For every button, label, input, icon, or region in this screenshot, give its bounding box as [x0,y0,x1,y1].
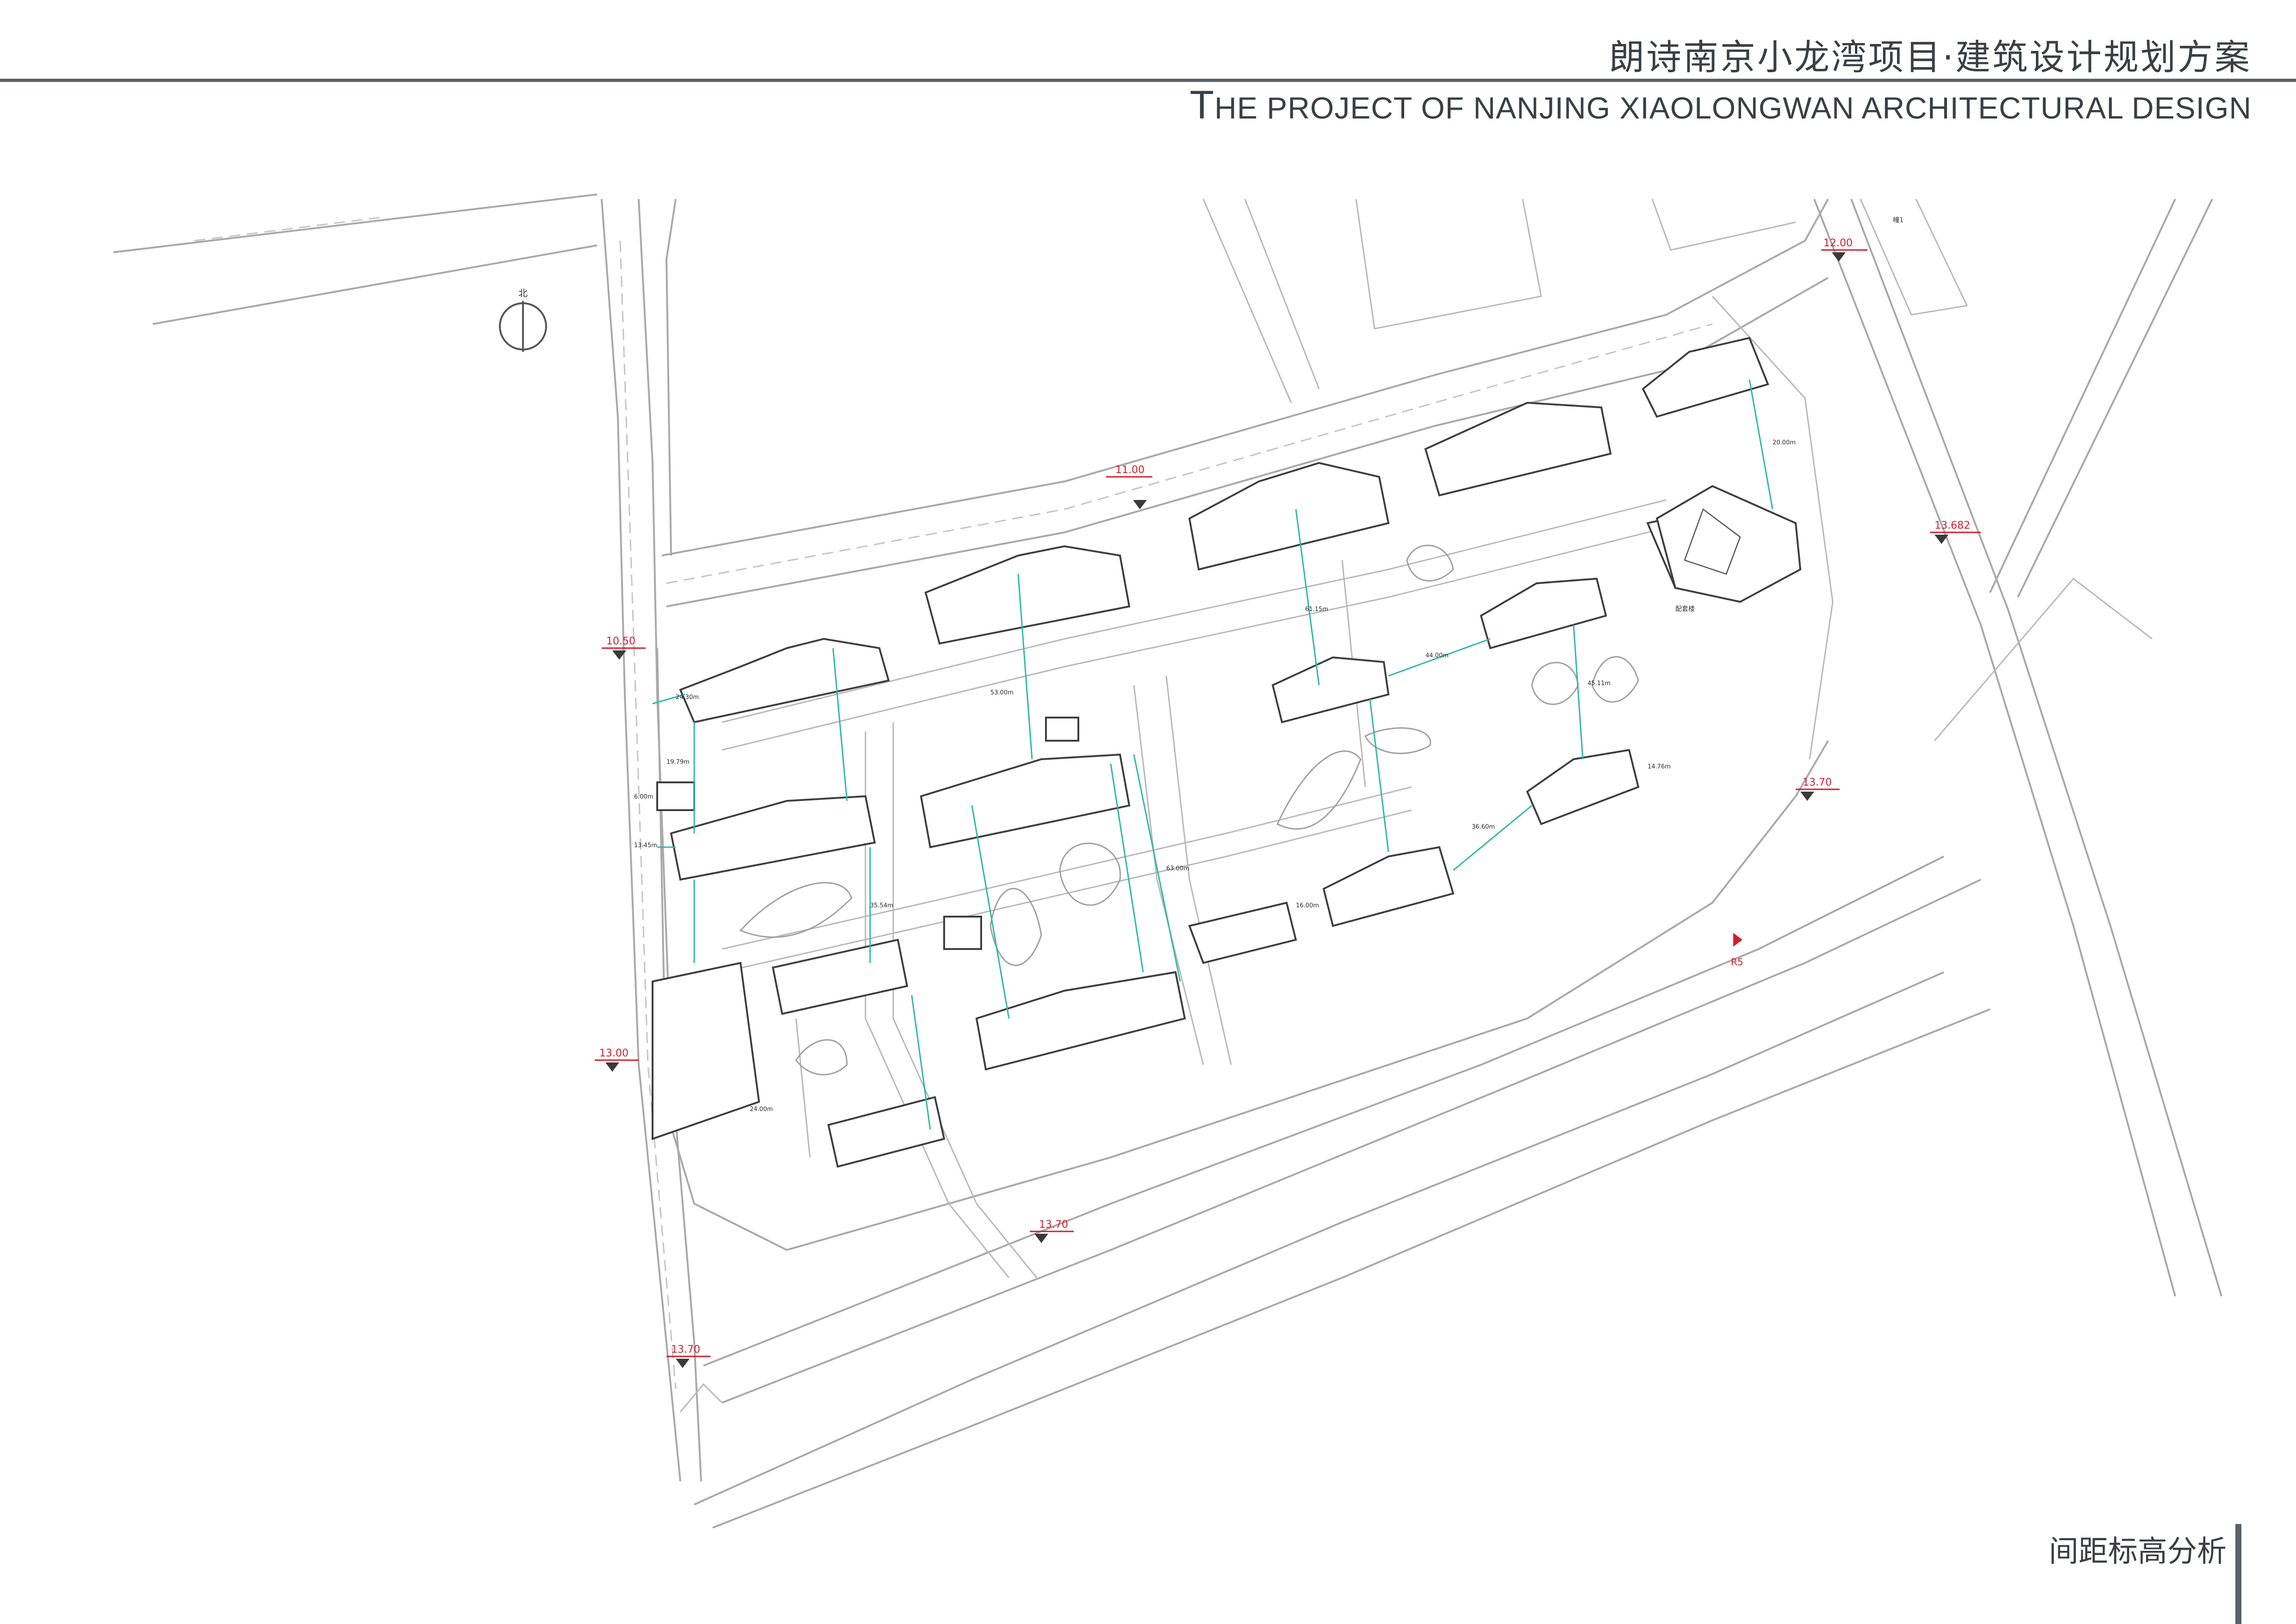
elevation-label: 13.70 [671,1344,700,1355]
spacing-label: 14.76m [1648,763,1671,770]
spacing-label: 63.00m [1166,865,1189,872]
spacing-label: 20.00m [1773,439,1796,446]
road-network [113,194,2222,1529]
project-title-en-rest: HE PROJECT OF NANJING XIAOLONGWAN ARCHIT… [1214,91,2252,125]
elevation-label: 12.00 [1823,237,1853,249]
spacing-label: 6.00m [634,793,653,800]
community-center: 幢1 配套楼 [1655,216,1904,613]
spacing-label: 13.45m [634,842,657,849]
spacing-label: 36.60m [1472,824,1495,831]
elevation-marker: 11.00 [1106,464,1152,509]
elevation-label: 13.70 [1039,1219,1068,1230]
elevation-marker: 10.50 [602,636,646,660]
note-label: 幢1 [1893,216,1904,224]
spacing-label: 35.54m [870,902,893,909]
elevation-marker: 13.00 [595,1048,639,1072]
project-title-en-initial: T [1189,83,1215,127]
elevation-marker: 13.70 [1796,777,1840,801]
elevation-marker: 13.682 [1930,520,1981,544]
elevation-label: 11.00 [1115,464,1145,476]
project-title-en: THE PROJECT OF NANJING XIAOLONGWAN ARCHI… [1190,82,2252,128]
project-title-cn: 朗诗南京小龙湾项目·建筑设计规划方案 [1609,37,2252,78]
residential-buildings [652,337,1769,1168]
north-arrow-icon: 北 [499,287,547,352]
elevation-label: 13.70 [1803,777,1832,788]
elevation-marker: 12.00 [1821,237,1867,262]
spacing-label: 24.30m [676,694,699,701]
road-label: R5 [1731,956,1743,968]
elevation-label: 13.00 [599,1048,628,1059]
spacing-label: 19.79m [666,759,690,766]
spacing-label: 45.11m [1587,680,1611,687]
header-divider [0,79,2296,82]
spacing-label: 61.15m [1305,606,1328,613]
elevation-markers: 12.00 11.00 10.50 13.682 13.70 13.00 [595,237,1981,1368]
note-label: 配套楼 [1675,606,1695,613]
landscape-plazas [739,544,1639,1075]
spacing-label: 24.00m [750,1106,773,1113]
spacing-label: 44.00m [1425,652,1449,659]
north-label: 北 [518,287,528,299]
elevation-label: 10.50 [606,636,635,647]
spacing-label: 53.00m [990,689,1014,696]
footer-accent-bar [2235,1524,2241,1624]
spacing-dimensions: 24.30m 19.79m 13.45m 6.00m 35.54m 53.00m… [634,379,1796,1130]
elevation-marker: 13.70 [666,1344,710,1368]
spacing-label: 16.00m [1296,902,1319,909]
elevation-marker: 13.70 [1030,1219,1074,1243]
section-label: 间距标高分析 [2049,1535,2227,1569]
elevation-label: 13.682 [1935,520,1970,531]
